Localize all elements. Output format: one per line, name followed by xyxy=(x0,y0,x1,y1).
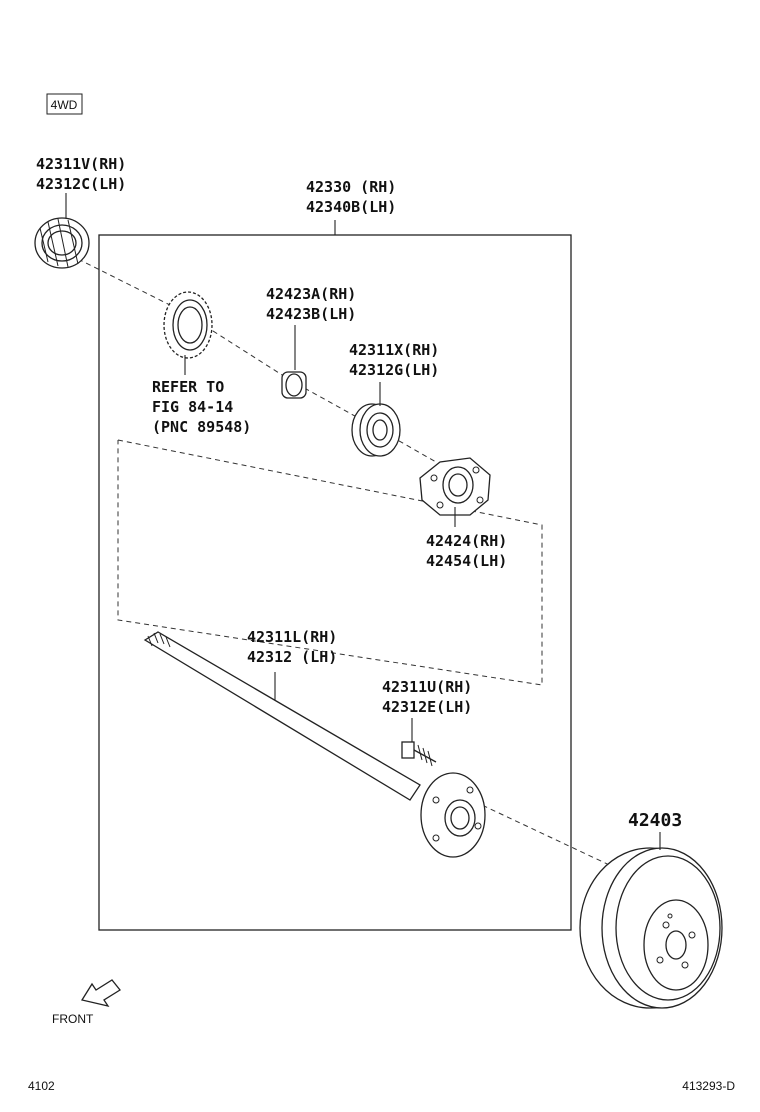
shaft-rh-label: 42311L(RH) xyxy=(247,628,337,646)
bearing-icon xyxy=(351,403,401,457)
spacer-lh-label: 42423B(LH) xyxy=(266,305,356,323)
spacer-rh-label: 42423A(RH) xyxy=(266,285,356,303)
axle-shaft-icon xyxy=(143,631,486,858)
refer-line-1: REFER TO xyxy=(152,378,224,396)
shaft-lh-label: 42312 (LH) xyxy=(247,648,337,666)
drive-type-badge: 4WD xyxy=(46,93,83,115)
spacer-icon xyxy=(281,371,307,399)
hub-bolt-icon xyxy=(401,741,437,767)
sensor-rotor-gear-icon xyxy=(163,291,213,359)
bearing-lh-label: 42312G(LH) xyxy=(349,361,439,379)
oil-seal-lh-label: 42312C(LH) xyxy=(36,175,126,193)
retainer-rh-label: 42424(RH) xyxy=(426,532,507,550)
bearing-retainer-icon xyxy=(419,457,491,516)
footer-right-code: 413293-D xyxy=(682,1079,735,1093)
hub-bolt-lh-label: 42312E(LH) xyxy=(382,698,472,716)
oil-seal-icon xyxy=(34,217,90,269)
front-label: FRONT xyxy=(52,1012,94,1026)
drum-label: 42403 xyxy=(628,810,682,831)
footer-left-code: 4102 xyxy=(28,1079,55,1093)
oil-seal-rh-label: 42311V(RH) xyxy=(36,155,126,173)
sub-assembly-dashed-box xyxy=(117,439,543,686)
retainer-lh-label: 42454(LH) xyxy=(426,552,507,570)
bearing-rh-label: 42311X(RH) xyxy=(349,341,439,359)
refer-line-3: (PNC 89548) xyxy=(152,418,251,436)
drive-type-text: 4WD xyxy=(51,98,78,112)
refer-line-2: FIG 84-14 xyxy=(152,398,233,416)
axle-assembly-rh-label: 42330 (RH) xyxy=(306,178,396,196)
front-arrow-icon xyxy=(80,979,121,1008)
brake-drum-icon xyxy=(579,847,723,1009)
axle-assembly-lh-label: 42340B(LH) xyxy=(306,198,396,216)
hub-bolt-rh-label: 42311U(RH) xyxy=(382,678,472,696)
